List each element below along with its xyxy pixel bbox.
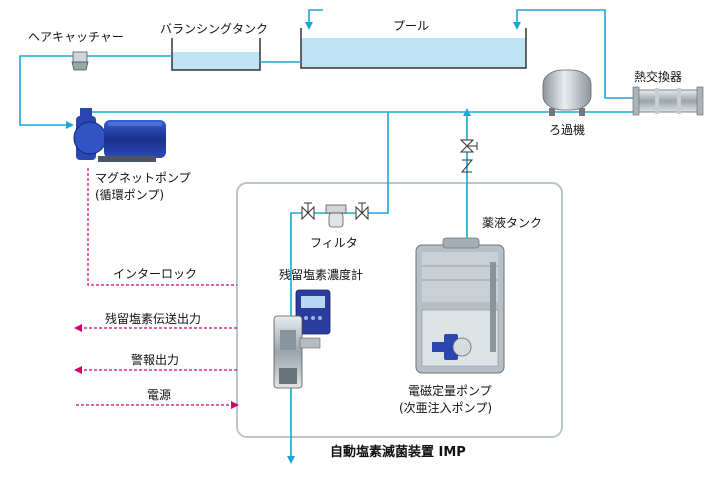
strainer-label: フィルタ [310, 236, 358, 250]
power-label: 電源 [147, 388, 172, 402]
magnet-pump-sublabel: (循環ポンプ) [95, 188, 165, 202]
pool [300, 28, 527, 69]
strainer-icon [325, 204, 347, 228]
injection-valves [459, 139, 478, 173]
chemical-tank-icon [415, 237, 505, 374]
balancing-tank-label: バランシングタンク [160, 22, 269, 36]
chlorine-meter-icon [295, 289, 331, 335]
signal-lines [74, 168, 239, 409]
pool-label: プール [393, 19, 430, 33]
sampling-valves [301, 202, 369, 221]
dosing-pump-label: 電磁定量ポンプ [408, 384, 492, 398]
piping [19, 9, 637, 464]
system-boundary [236, 182, 563, 438]
dosing-pump-sublabel: (次亜注入ポンプ) [399, 401, 493, 415]
filter-vessel-icon [542, 69, 592, 116]
dosing-pump-icon [432, 334, 472, 360]
chemical-tank-label: 薬液タンク [482, 216, 543, 230]
heat-exchanger-label: 熱交換器 [634, 70, 683, 84]
magnet-pump-icon [73, 108, 166, 162]
system-title: 自動塩素滅菌装置 IMP [330, 445, 466, 460]
hair-catcher-icon [71, 51, 89, 71]
chlorine-output-label: 残留塩素伝送出力 [105, 312, 202, 326]
filter-machine-label: ろ過機 [549, 123, 586, 137]
chlorine-sensor-icon [273, 315, 321, 389]
balancing-tank [171, 38, 261, 71]
heat-exchanger-icon [632, 86, 704, 116]
chlorine-meter-label: 残留塩素濃度計 [279, 268, 364, 282]
interlock-label: インターロック [113, 267, 198, 281]
hair-catcher-label: ヘアキャッチャー [28, 30, 124, 44]
alarm-output-label: 警報出力 [131, 353, 180, 367]
magnet-pump-label: マグネットポンプ [95, 171, 191, 185]
